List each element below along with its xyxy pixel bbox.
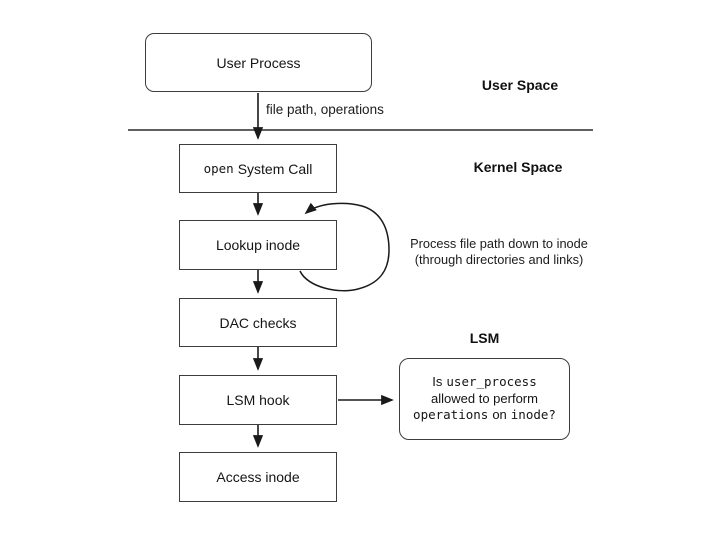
- node-user-process: User Process: [145, 33, 372, 92]
- lookup-loop-annotation-line2: (through directories and links): [414, 252, 584, 267]
- kernel-space-label: Kernel Space: [473, 159, 563, 175]
- node-lookup-inode: Lookup inode: [179, 220, 337, 270]
- node-lsm-hook: LSM hook: [179, 375, 337, 425]
- lsm-question-line2: allowed to perform: [431, 390, 538, 406]
- lsm-question-line1-mono: user_process: [446, 374, 537, 390]
- node-access-inode: Access inode: [179, 452, 337, 502]
- lsm-question-line3-mono2: inode?: [510, 407, 556, 423]
- node-user-process-label: User Process: [216, 54, 301, 71]
- lookup-loop-annotation-line1: Process file path down to inode: [410, 236, 588, 251]
- node-lsm-hook-label: LSM hook: [226, 392, 290, 408]
- user-space-label: User Space: [481, 77, 559, 93]
- node-open-system-call: open System Call: [179, 144, 337, 193]
- lookup-loop-annotation: Process file path down to inode (through…: [398, 236, 600, 268]
- lsm-title-label: LSM: [469, 330, 500, 346]
- edge-label-file-path-operations: file path, operations: [266, 102, 384, 117]
- node-access-inode-label: Access inode: [216, 469, 300, 485]
- lsm-question-line3-mid: on: [492, 407, 507, 423]
- node-dac-checks-label: DAC checks: [219, 314, 297, 331]
- node-open-call-rest-label: System Call: [237, 160, 313, 177]
- lsm-question-line1-prefix: Is: [432, 374, 443, 390]
- node-lookup-inode-label: Lookup inode: [215, 237, 301, 253]
- lsm-question-line3-mono1: operations: [413, 407, 489, 423]
- node-dac-checks: DAC checks: [179, 298, 337, 347]
- node-open-call-mono-label: open: [203, 161, 234, 176]
